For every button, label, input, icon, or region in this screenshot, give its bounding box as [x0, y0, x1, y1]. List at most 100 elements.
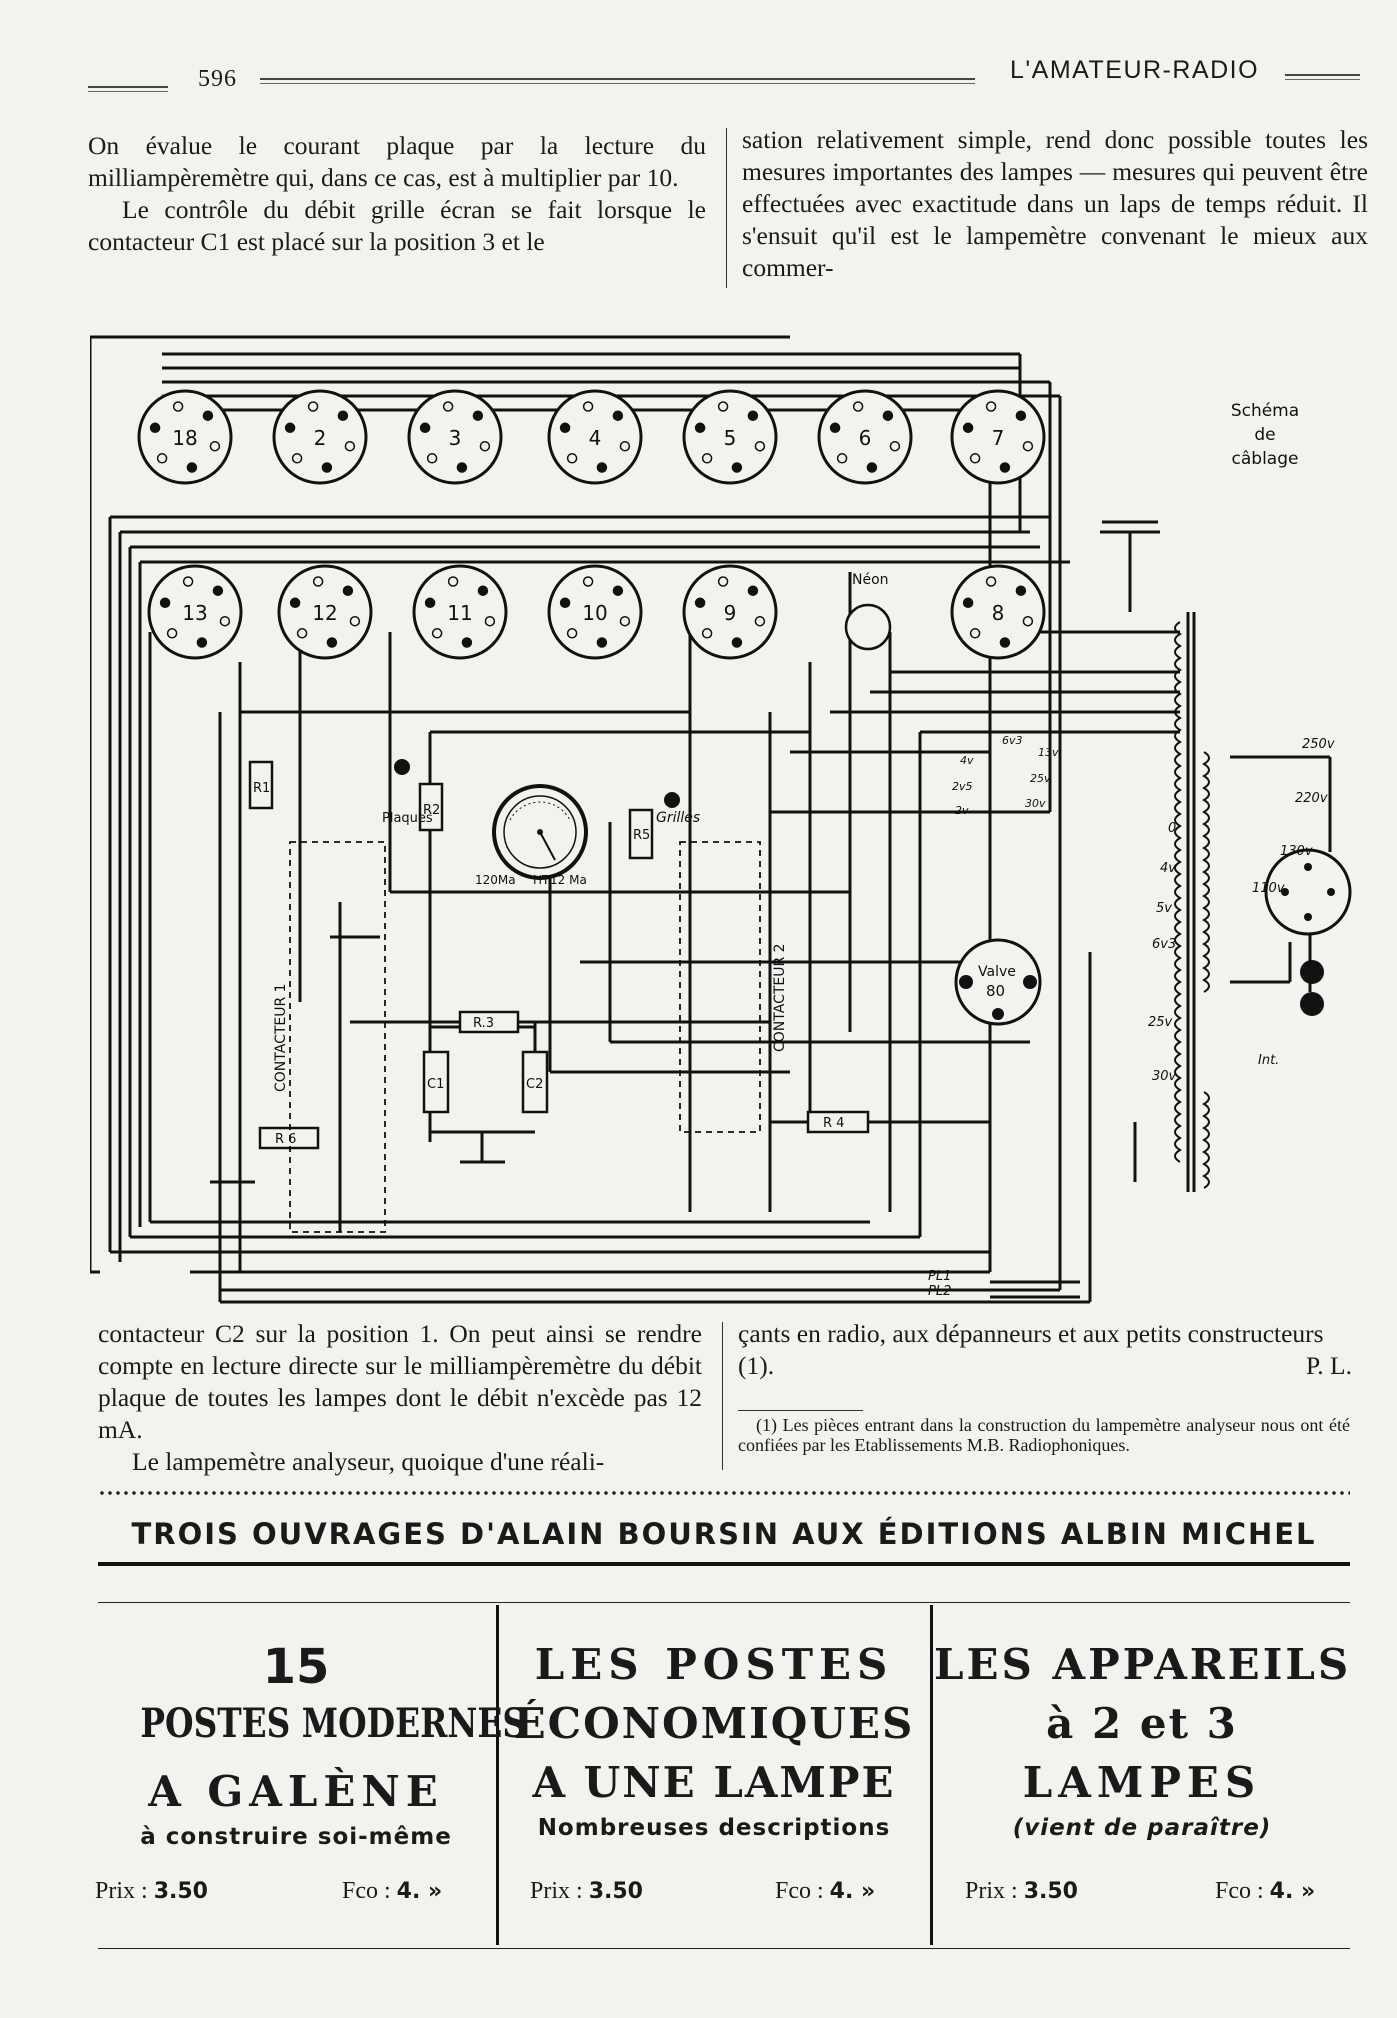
tube-socket: 10	[547, 564, 643, 660]
ad-divider	[930, 1605, 933, 1945]
int-label: Int.	[1258, 1053, 1279, 1068]
tap-5: 5v	[1156, 901, 1172, 916]
book-title-line3: LAMPES	[1022, 1758, 1262, 1807]
tap-0: 0	[1168, 821, 1176, 836]
socket-number: 12	[312, 601, 337, 625]
sel-25b: 25v	[1030, 772, 1051, 785]
sel-2: 2v	[955, 804, 969, 817]
book-subtitle: Nombreuses descriptions	[537, 1815, 891, 1841]
book-title-line2: ÉCONOMIQUES	[513, 1699, 915, 1748]
tap-220: 220v	[1295, 791, 1328, 806]
tap-250: 250v	[1302, 737, 1335, 752]
ma12-label: 12 Ma	[550, 873, 587, 887]
pl2-label: PL2	[928, 1284, 951, 1299]
socket-number: 5	[724, 426, 737, 450]
r3-label: R.3	[473, 1016, 494, 1031]
r4-label: R 4	[823, 1116, 844, 1131]
ad-top-rule	[98, 1602, 1350, 1603]
footnote: (1) Les pièces entrant dans la construct…	[738, 1415, 1350, 1455]
header-rule-middle	[260, 78, 975, 84]
plaques-jack	[394, 759, 410, 775]
tube-socket: 6	[817, 389, 913, 485]
grilles-jack	[664, 792, 680, 808]
price-label: Prix :	[95, 1878, 148, 1904]
top-right-column: sation relativement simple, rend donc po…	[742, 124, 1368, 284]
socket-number: 10	[582, 601, 607, 625]
socket-number: 9	[724, 601, 737, 625]
franco-value: 4. »	[1269, 1879, 1316, 1904]
tap-4: 4v	[1160, 861, 1176, 876]
tube-socket: 3	[407, 389, 503, 485]
tube-sockets-top: 18 2 3 4 5 6 7	[137, 389, 1046, 485]
book-title-line1: 15	[262, 1639, 330, 1695]
sel-30: 30v	[1025, 797, 1046, 810]
ht-label: HT	[533, 873, 550, 887]
socket-number: 4	[589, 426, 602, 450]
paragraph: Le contrôle du débit grille écran se fai…	[88, 195, 706, 256]
plaques-label: Plaques	[382, 811, 433, 826]
franco-value: 4. »	[829, 1879, 876, 1904]
ad-banner: TROIS OUVRAGES D'ALAIN BOURSIN AUX ÉDITI…	[131, 1517, 1317, 1551]
tube-socket: 18	[137, 389, 233, 485]
book-title-line2: POSTES MODERNES	[140, 1700, 527, 1747]
header-rule-left	[88, 86, 168, 92]
ad-book-3: LES APPAREILS à 2 et 3 LAMPES (vient de …	[934, 1605, 1350, 1945]
book-1-franco: Fco : 4. »	[342, 1878, 442, 1905]
sel-63: 6v3	[1002, 734, 1023, 747]
contacteur-2-box	[679, 841, 761, 1133]
tube-socket: 2	[272, 389, 368, 485]
book-2-franco: Fco : 4. »	[775, 1878, 875, 1905]
valve-label: Valve	[978, 964, 1016, 980]
ad-book-1: 15 POSTES MODERNES A GALÈNE à construire…	[98, 1605, 526, 1945]
page-number: 596	[198, 66, 237, 92]
tube-socket: 4	[547, 389, 643, 485]
paragraph: Le lampemètre analyseur, quoique d'une r…	[132, 1447, 605, 1476]
price-label: Prix :	[530, 1878, 583, 1904]
book-title-line3: A GALÈNE	[148, 1767, 444, 1816]
resistor-r1	[248, 760, 274, 810]
contacteur2-label: CONTACTEUR 2	[772, 943, 788, 1052]
ad-divider	[496, 1605, 499, 1945]
neon-lamp: Néon	[844, 572, 892, 651]
tap-30: 30v	[1152, 1069, 1177, 1084]
sel-4: 4v	[960, 754, 974, 767]
top-left-column: On évalue le courant plaque par la lectu…	[88, 130, 706, 258]
tube-socket: 11	[412, 564, 508, 660]
paragraph: çants en radio, aux dépanneurs et aux pe…	[738, 1318, 1352, 1382]
ad-bottom-rule	[98, 1948, 1350, 1949]
r1-label: R1	[253, 781, 270, 796]
footnote-rule	[738, 1410, 863, 1411]
column-rule	[726, 128, 727, 288]
book-title-line1: LES APPAREILS	[934, 1640, 1352, 1689]
c2-label: C2	[526, 1077, 543, 1092]
bottom-right-column: çants en radio, aux dépanneurs et aux pe…	[738, 1318, 1352, 1382]
sel-25a: 2v5	[952, 780, 973, 793]
socket-number: 7	[992, 426, 1005, 450]
signature: P. L.	[1305, 1351, 1352, 1380]
franco-value: 4. »	[396, 1879, 443, 1904]
price-value: 3.50	[588, 1879, 643, 1904]
valve-80-socket: Valve 80	[954, 938, 1042, 1026]
resistor-r4	[806, 1110, 870, 1134]
book-subtitle: (vient de paraître)	[1012, 1815, 1272, 1841]
filament-selector: 4v 6v3 13v 2v5 25v 2v 30v	[952, 734, 1059, 817]
tube-socket: 5	[682, 389, 778, 485]
price-value: 3.50	[1023, 1879, 1078, 1904]
tube-socket: 8	[950, 564, 1046, 660]
resistor-r2	[418, 782, 444, 832]
ad-dotted-border	[98, 1490, 1350, 1496]
mains-voltage-selector	[1264, 848, 1352, 1016]
ma120-label: 120Ma	[475, 873, 516, 887]
socket-number: 2	[314, 426, 327, 450]
book-title-line2-wrap: POSTES MODERNES	[98, 1695, 526, 1762]
neon-label: Néon	[852, 572, 889, 588]
tap-130: 130v	[1280, 844, 1313, 859]
socket-number: 3	[449, 426, 462, 450]
diagram-caption-3: câblage	[1232, 449, 1299, 469]
tap-63: 6v3	[1152, 937, 1176, 952]
ad-banner-rule	[98, 1562, 1350, 1566]
resistor-r6	[258, 1126, 320, 1150]
r6-label: R 6	[275, 1132, 296, 1147]
